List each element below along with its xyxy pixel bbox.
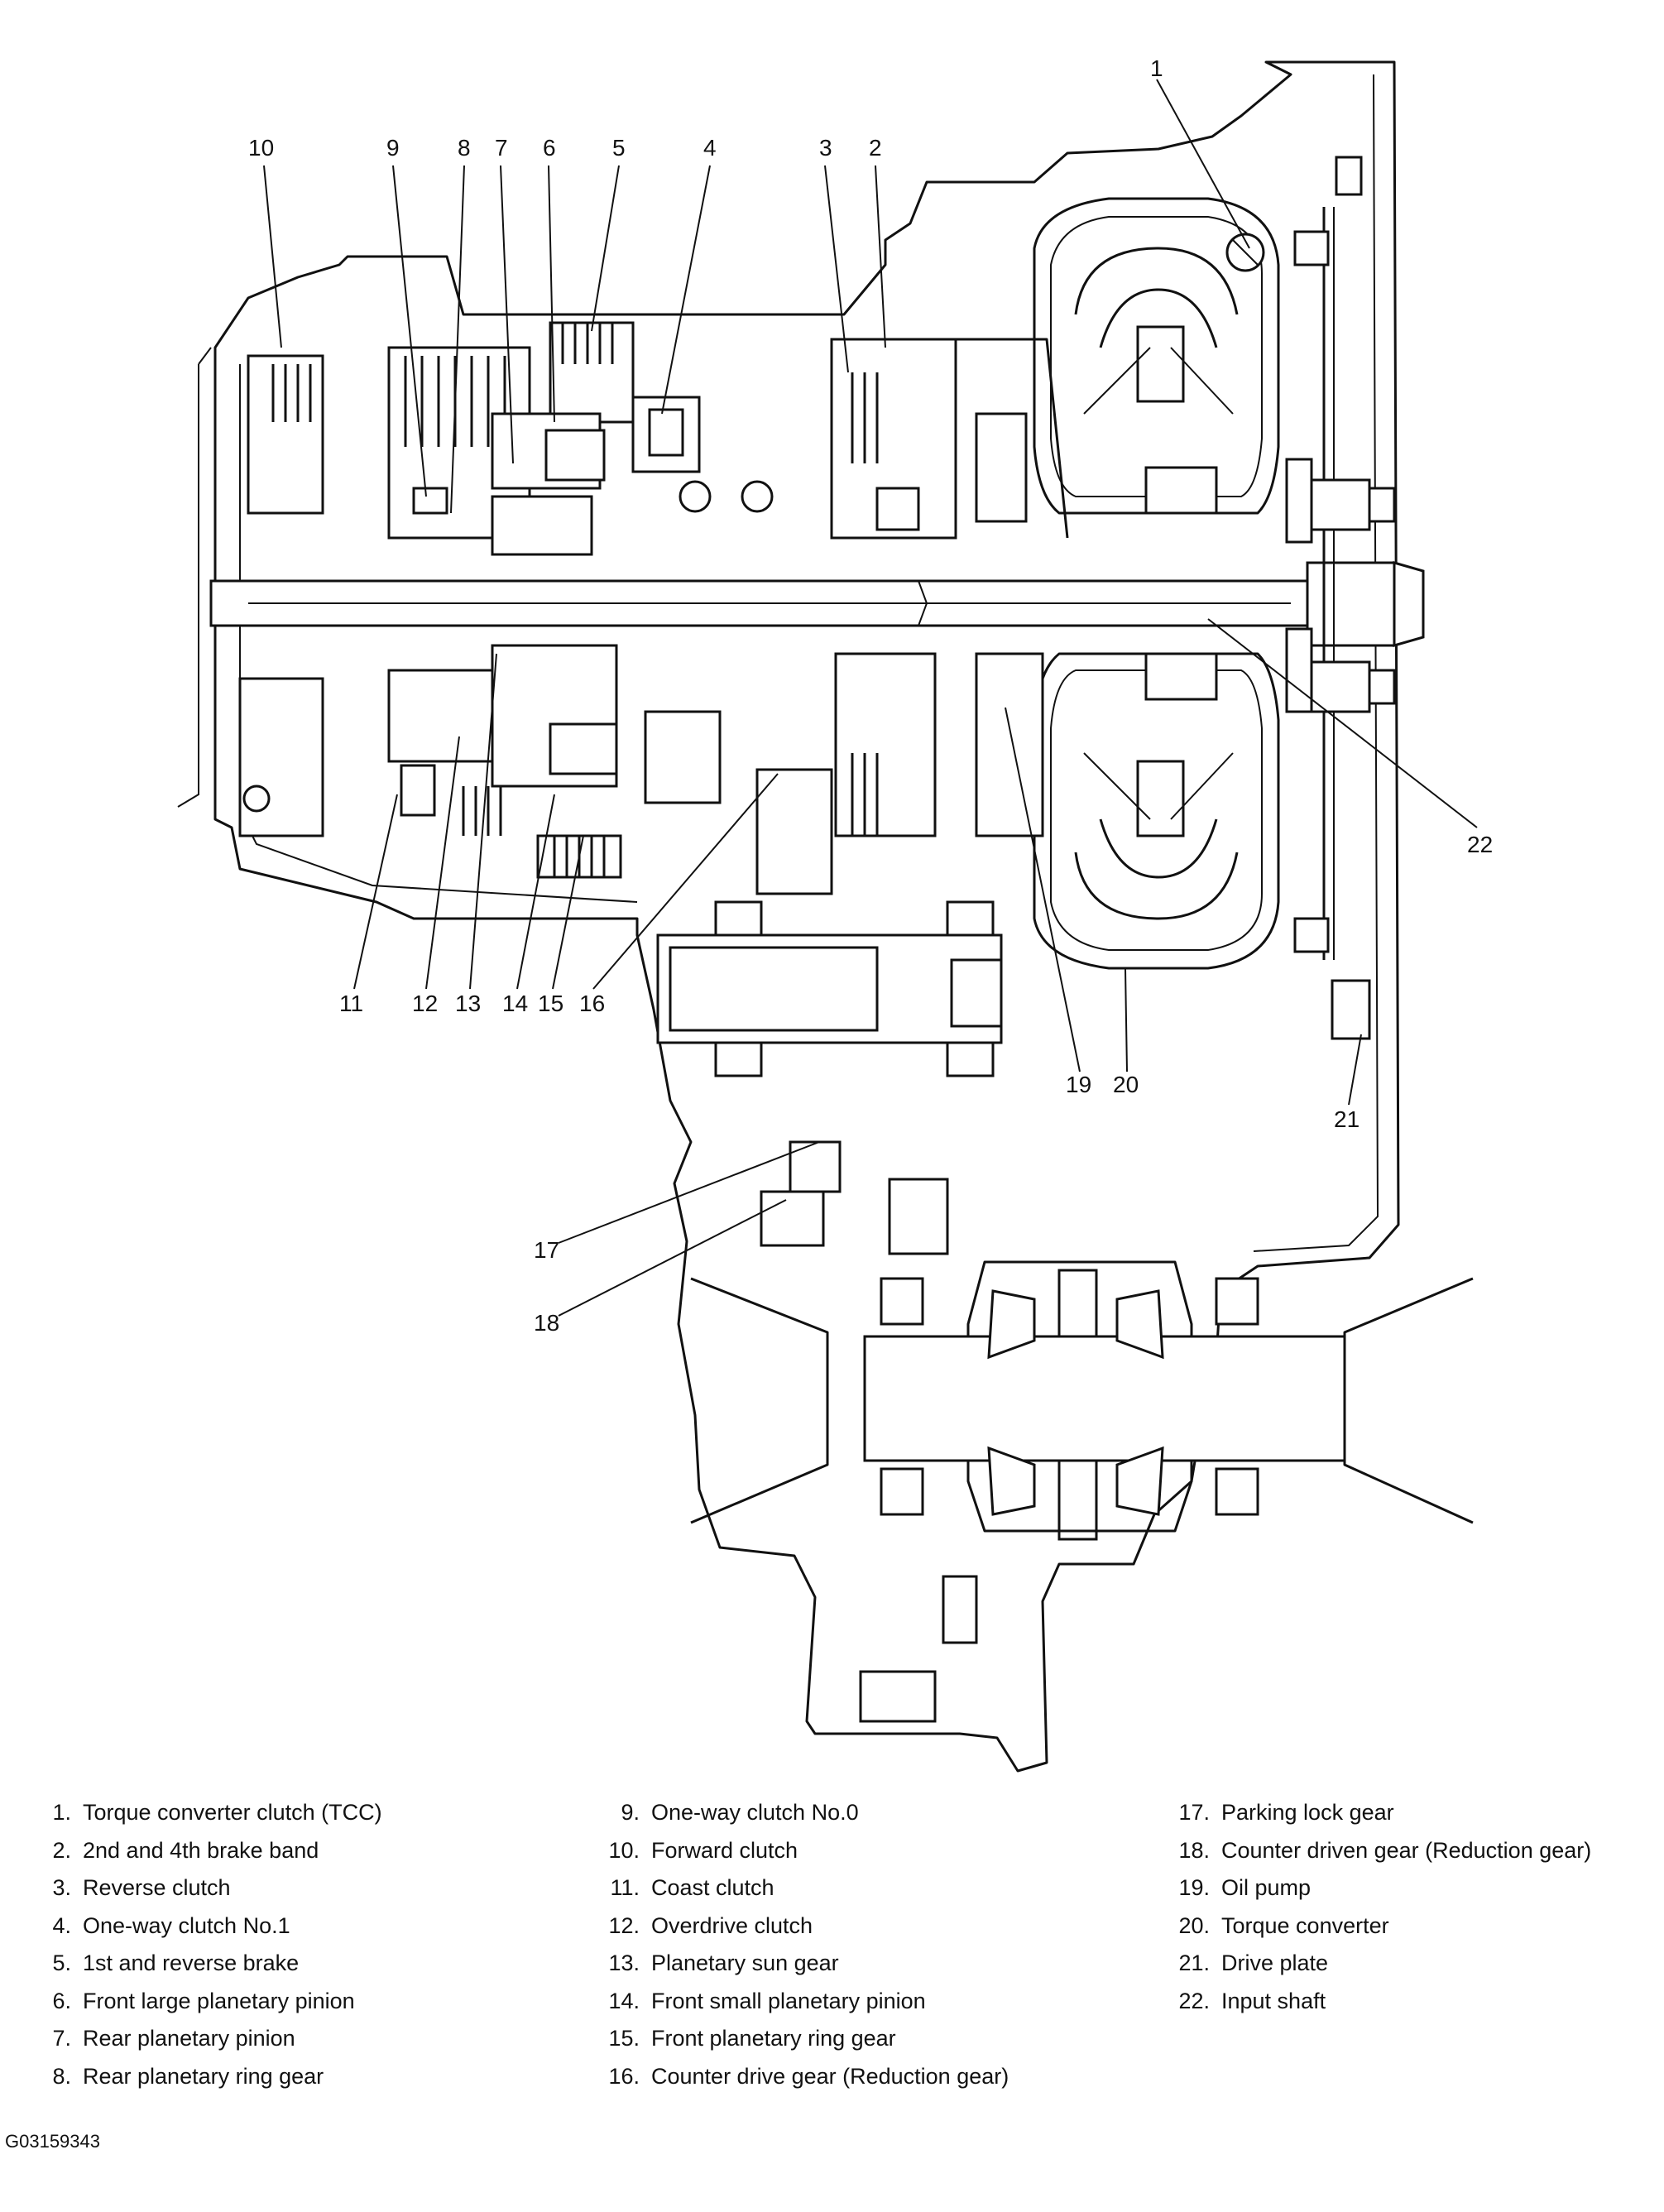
clutch-packs-lower <box>238 644 1044 879</box>
callout-2: 2 <box>869 135 882 161</box>
legend-number: 13. <box>608 1950 640 1975</box>
legend-label: Torque converter clutch (TCC) <box>83 1800 382 1825</box>
legend-label: 2nd and 4th brake band <box>83 1837 319 1863</box>
legend-label: Planetary sun gear <box>651 1950 839 1975</box>
leader-lines <box>263 79 1478 1317</box>
torque-converter <box>1033 197 1313 970</box>
callout-21: 21 <box>1334 1106 1359 1132</box>
legend-number: 2. <box>52 1837 71 1863</box>
parts-legend: 1. Torque converter clutch (TCC) 2. 2nd an… <box>50 1800 1638 2098</box>
legend-number: 19. <box>1178 1875 1210 1900</box>
legend-number: 22. <box>1178 1988 1210 2013</box>
callout-4: 4 <box>703 135 717 161</box>
legend-number: 17. <box>1178 1800 1210 1825</box>
legend-number: 18. <box>1178 1837 1210 1863</box>
legend-number: 8. <box>52 2063 71 2089</box>
callout-numbers: 1 2 3 4 5 6 7 8 9 10 11 12 13 14 15 16 1… <box>248 55 1493 1336</box>
legend-label: Rear planetary ring gear <box>83 2063 324 2089</box>
legend-number: 3. <box>52 1875 71 1900</box>
legend-label: Counter driven gear (Reduction gear) <box>1221 1837 1592 1863</box>
legend-label: One-way clutch No.1 <box>83 1912 290 1938</box>
callout-13: 13 <box>455 991 481 1016</box>
legend-label: One-way clutch No.0 <box>651 1800 859 1825</box>
callout-7: 7 <box>495 135 508 161</box>
callout-19: 19 <box>1066 1072 1091 1097</box>
callout-3: 3 <box>819 135 832 161</box>
legend-number: 5. <box>52 1950 71 1975</box>
transaxle-cross-section-diagram: 1 2 3 4 5 6 7 8 9 10 11 12 13 14 15 16 1… <box>177 55 1493 1773</box>
differential-assembly <box>690 1260 1474 1723</box>
legend-label: Reverse clutch <box>83 1875 231 1900</box>
legend-number: 20. <box>1178 1912 1210 1938</box>
legend-label: Front small planetary pinion <box>651 1988 926 2013</box>
figure-code: G03159343 <box>5 2131 100 2152</box>
legend-number: 21. <box>1178 1950 1210 1975</box>
callout-16: 16 <box>579 991 605 1016</box>
callout-17: 17 <box>534 1237 559 1263</box>
callout-6: 6 <box>543 135 556 161</box>
legend-number: 7. <box>52 2026 71 2051</box>
callout-11: 11 <box>339 991 363 1016</box>
legend-number: 15. <box>608 2026 640 2051</box>
legend-label: Front large planetary pinion <box>83 1988 355 2013</box>
legend-number: 11. <box>610 1875 640 1900</box>
legend-number: 1. <box>52 1800 71 1825</box>
callout-15: 15 <box>538 991 563 1016</box>
legend-number: 10. <box>608 1837 640 1863</box>
legend-label: Coast clutch <box>651 1875 774 1900</box>
legend-label: 1st and reverse brake <box>83 1950 300 1975</box>
callout-1: 1 <box>1150 55 1163 81</box>
legend-label: Torque converter <box>1221 1912 1389 1938</box>
drive-plate <box>1293 156 1396 1040</box>
legend-label: Drive plate <box>1221 1950 1329 1975</box>
legend-number: 16. <box>608 2063 640 2089</box>
legend-number: 14. <box>608 1988 640 2013</box>
callout-9: 9 <box>386 135 400 161</box>
input-shaft <box>209 561 1425 647</box>
legend-label: Oil pump <box>1221 1875 1312 1900</box>
legend-label: Input shaft <box>1221 1988 1326 2013</box>
legend-label: Overdrive clutch <box>651 1912 813 1938</box>
legend-number: 9. <box>621 1800 640 1825</box>
legend-label: Rear planetary pinion <box>83 2026 295 2051</box>
legend-number: 12. <box>608 1912 640 1938</box>
callout-18: 18 <box>534 1310 559 1336</box>
clutch-packs-upper <box>247 321 1069 556</box>
callout-8: 8 <box>458 135 471 161</box>
callout-14: 14 <box>502 991 528 1016</box>
callout-12: 12 <box>412 991 438 1016</box>
callout-10: 10 <box>248 135 274 161</box>
legend-number: 4. <box>52 1912 71 1938</box>
legend-label: Counter drive gear (Reduction gear) <box>651 2063 1009 2089</box>
counter-shaft-assembly <box>656 768 1003 1255</box>
callout-5: 5 <box>612 135 626 161</box>
legend-number: 6. <box>52 1988 71 2013</box>
callout-22: 22 <box>1467 832 1493 857</box>
legend-label: Front planetary ring gear <box>651 2026 896 2051</box>
callout-20: 20 <box>1113 1072 1139 1097</box>
legend-label: Forward clutch <box>651 1837 798 1863</box>
legend-label: Parking lock gear <box>1221 1800 1394 1825</box>
